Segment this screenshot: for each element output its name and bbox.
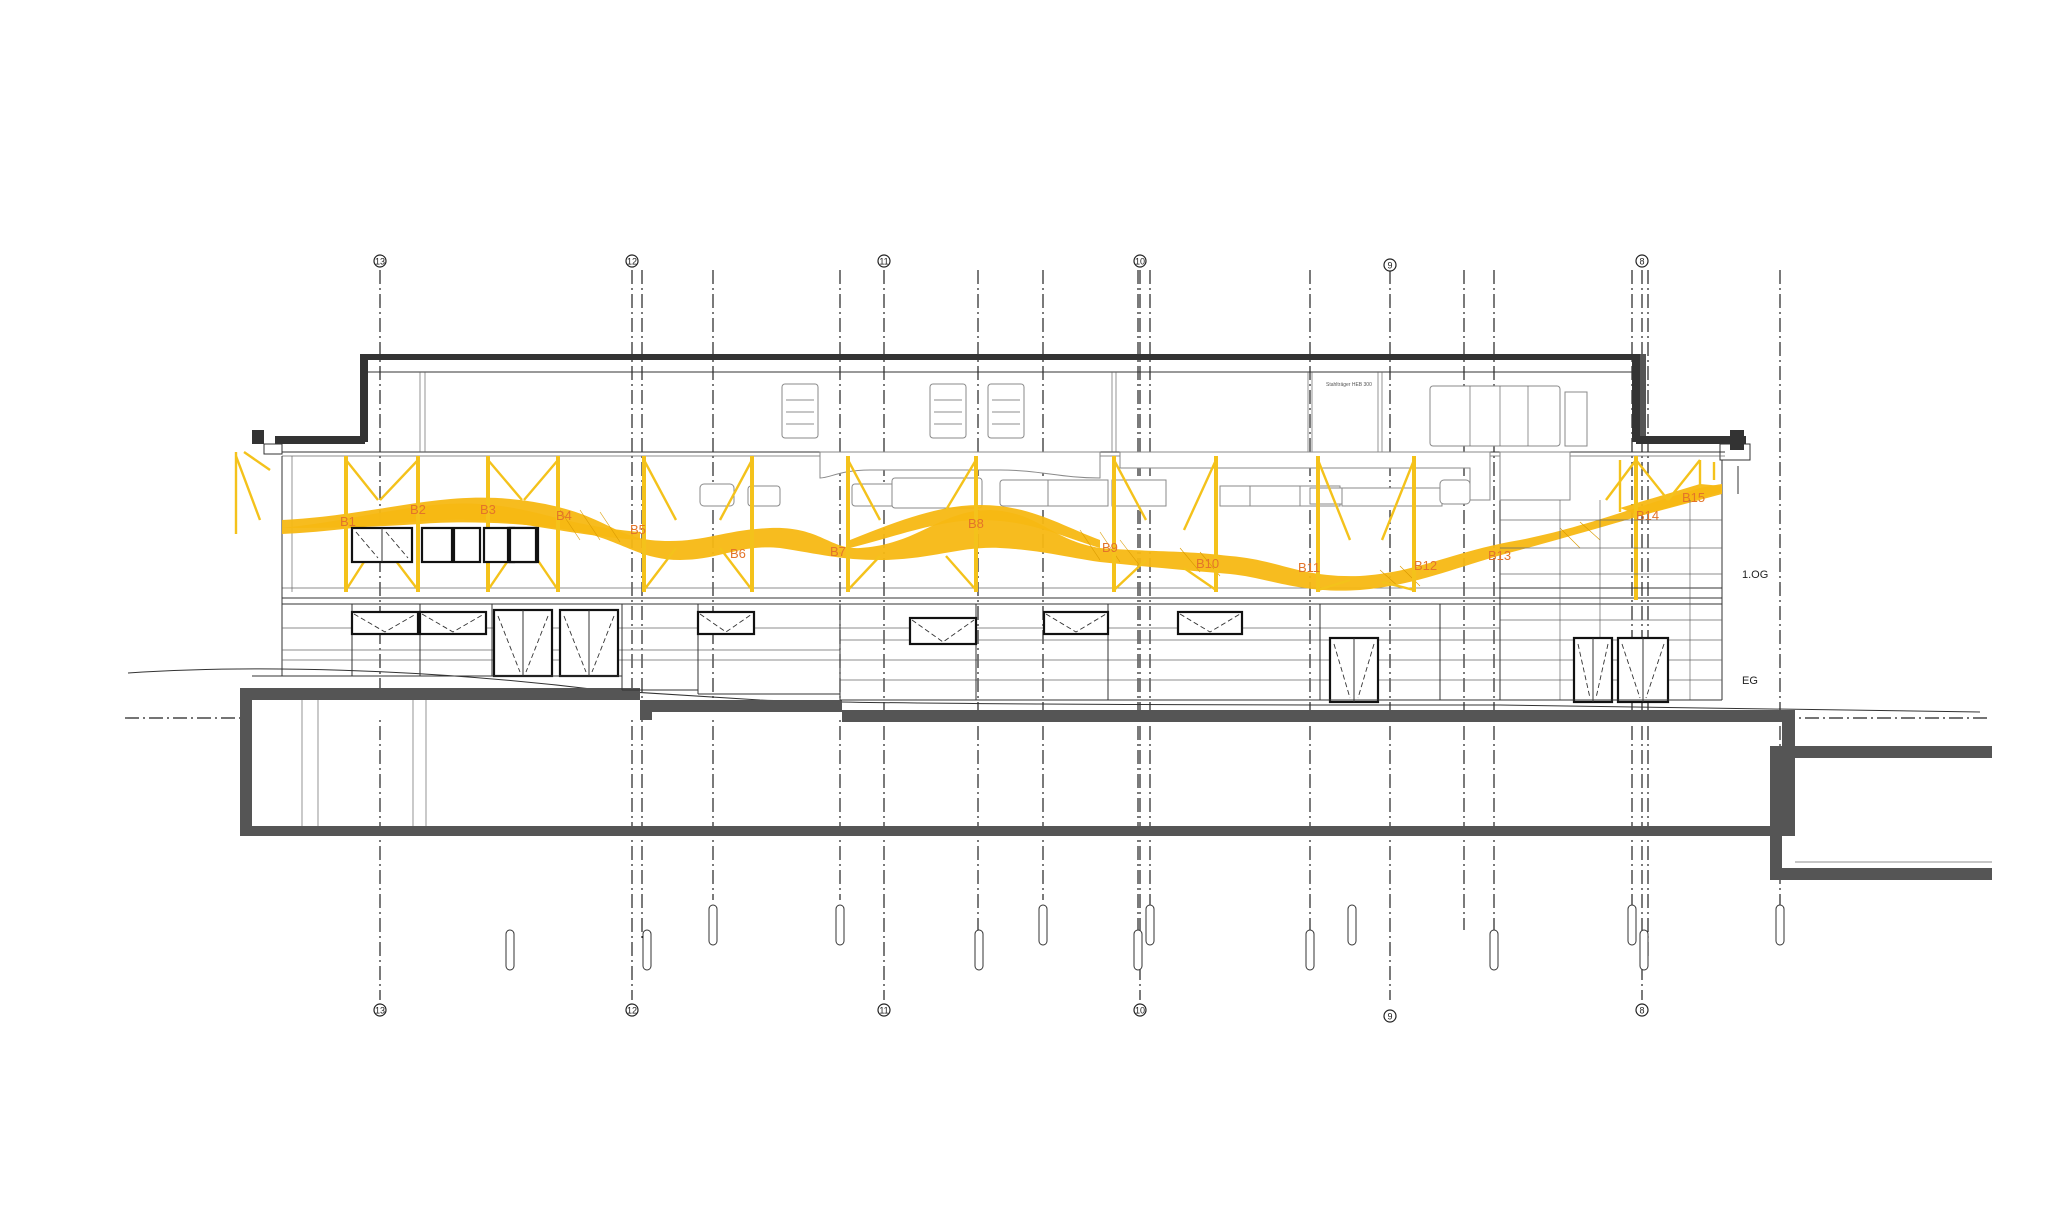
bay-labels: B1 B2 B3 B4 B5 B6 B7 B8 B9 B10 B11 B12 B…: [340, 490, 1705, 575]
bay-label-b4: B4: [556, 508, 572, 523]
roof-note: Stahlträger HEB 300: [1326, 382, 1372, 388]
bay-label-b8: B8: [968, 516, 984, 531]
grid-bubbles-top: 13 12 11 10 9 8: [373, 254, 1649, 272]
right-facade-block: 1.OG EG: [1499, 500, 1768, 704]
grid-bubble-10-top: 10: [1133, 254, 1147, 268]
bay-label-b15: B15: [1682, 490, 1705, 505]
upper-windows: [350, 526, 540, 564]
bay-label-b9: B9: [1102, 540, 1118, 555]
svg-text:9: 9: [1387, 260, 1392, 270]
grid-bubble-9-bottom: 9: [1383, 1009, 1397, 1023]
bay-label-b6: B6: [730, 546, 746, 561]
bay-label-b10: B10: [1196, 556, 1219, 571]
ground-floor-facade: [252, 604, 1722, 704]
bay-label-b12: B12: [1414, 558, 1437, 573]
svg-text:13: 13: [375, 256, 385, 266]
svg-text:12: 12: [627, 256, 637, 266]
grid-bubbles-bottom: 13 12 11 10 9 8: [373, 1003, 1649, 1023]
grid-bubble-10-bottom: 10: [1133, 1003, 1147, 1017]
grid-bubble-8-bottom: 8: [1635, 1003, 1649, 1017]
grid-bubble-13-bottom: 13: [373, 1003, 387, 1017]
grid-bubble-13-top: 13: [373, 254, 387, 268]
svg-text:8: 8: [1639, 256, 1644, 266]
bay-label-b1: B1: [340, 514, 356, 529]
grid-bubble-11-top: 11: [877, 254, 891, 268]
pile-markers: [505, 904, 1785, 971]
basement-section: [240, 688, 1992, 880]
svg-text:10: 10: [1135, 256, 1145, 266]
grid-bubble-12-bottom: 12: [625, 1003, 639, 1017]
bay-label-b5: B5: [630, 522, 646, 537]
level-label-eg: EG: [1742, 675, 1758, 687]
roof-annotation: Stahlträger HEB 300: [1326, 382, 1372, 388]
grid-bubble-11-bottom: 11: [877, 1003, 891, 1017]
grid-bubble-8-top: 8: [1635, 254, 1649, 268]
bay-label-b2: B2: [410, 502, 426, 517]
level-label-1og: 1.OG: [1742, 569, 1768, 581]
bay-label-b14: B14: [1636, 508, 1659, 523]
svg-text:8: 8: [1639, 1005, 1644, 1015]
svg-text:10: 10: [1135, 1005, 1145, 1015]
bay-label-b3: B3: [480, 502, 496, 517]
grid-bubble-12-top: 12: [625, 254, 639, 268]
svg-text:13: 13: [375, 1005, 385, 1015]
svg-text:11: 11: [879, 256, 888, 266]
svg-text:11: 11: [879, 1005, 888, 1015]
yellow-ribbon: [282, 484, 1722, 591]
grid-bubble-9-top: 9: [1383, 258, 1397, 272]
bay-label-b13: B13: [1488, 548, 1511, 563]
bay-label-b11: B11: [1298, 560, 1320, 575]
hvac-ghost-units: [699, 383, 1588, 509]
svg-text:9: 9: [1387, 1011, 1392, 1021]
bay-label-b7: B7: [830, 544, 846, 559]
svg-text:12: 12: [627, 1005, 637, 1015]
